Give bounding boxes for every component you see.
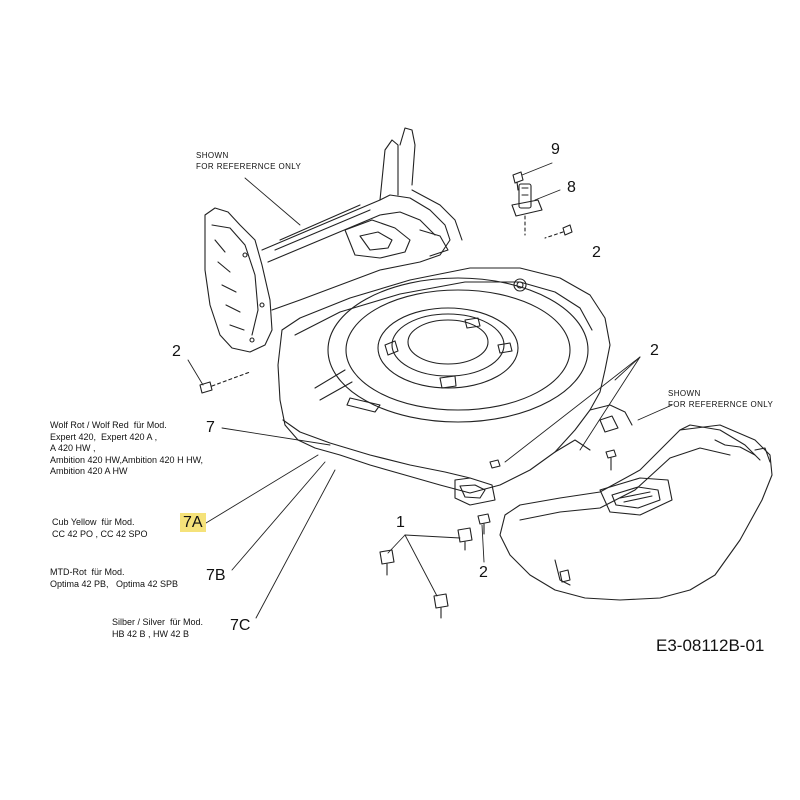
leader-lines [187, 162, 673, 619]
callout-2-bottom: 2 [479, 564, 488, 581]
callout-2-mid-right: 2 [650, 342, 659, 359]
callout-7a-highlight: 7A [180, 513, 206, 532]
callout-7b: 7B [206, 567, 226, 584]
variant-7a-description: Cub Yellow für Mod. CC 42 PO , CC 42 SPO [52, 517, 148, 539]
screw-bottom [477, 513, 491, 535]
screw-left [199, 371, 251, 394]
callout-7c: 7C [230, 617, 251, 634]
variant-7c-description: Silber / Silver für Mod. HB 42 B , HW 42… [112, 617, 204, 639]
adjuster-part-8 [511, 183, 543, 236]
rear-flap-reference [499, 424, 773, 601]
bolt-1c [433, 593, 449, 619]
bolt-1a [379, 549, 395, 576]
rear-frame-reference [204, 127, 463, 353]
mower-deck-body [277, 267, 633, 506]
variant-7b-description: MTD-Rot für Mod. Optima 42 PB, Optima 42… [50, 567, 179, 589]
screw-top-right [544, 224, 573, 239]
screw-part-9 [512, 171, 524, 191]
callout-7a: 7A [180, 513, 206, 532]
callout-1: 1 [396, 514, 405, 531]
bolt-1b [457, 527, 473, 551]
callout-2-left: 2 [172, 343, 181, 360]
shown-for-reference-note-left: SHOWN FOR REFERERNCE ONLY [196, 151, 302, 171]
callout-9: 9 [551, 141, 560, 158]
shown-for-reference-note-right: SHOWN FOR REFERERNCE ONLY [668, 389, 774, 409]
variant-7-description: Wolf Rot / Wolf Red für Mod. Expert 420,… [50, 420, 204, 476]
callout-8: 8 [567, 179, 576, 196]
screw-mid-2 [605, 449, 617, 471]
callout-2-top-right: 2 [592, 244, 601, 261]
drawing-code: E3-08112B-01 [656, 636, 765, 655]
screw-mid-1 [489, 459, 501, 469]
callout-7: 7 [206, 419, 215, 436]
